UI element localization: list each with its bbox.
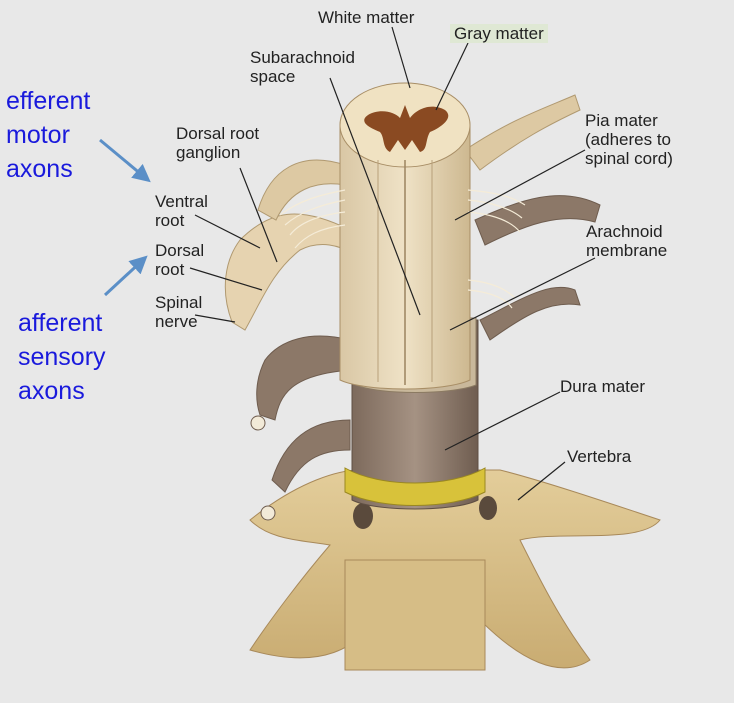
label-arachnoid-membrane: Arachnoid membrane (586, 222, 668, 260)
efferent-arrow (99, 138, 151, 183)
annotation-arrows (99, 138, 151, 297)
label-ventral-root: Ventral root (155, 192, 208, 230)
label-gray-matter: Gray matter (450, 24, 548, 43)
afferent-arrow (103, 255, 148, 297)
label-vertebra: Vertebra (567, 447, 632, 466)
label-white-matter: White matter (318, 8, 415, 27)
label-dorsal-root: Dorsal root (155, 241, 205, 279)
label-dorsal-root-ganglion: Dorsal root ganglion (176, 124, 260, 162)
gray-matter-shape (364, 105, 449, 152)
annotation-efferent: efferent motor axons (6, 87, 91, 183)
label-spinal-nerve: Spinal nerve (155, 293, 203, 331)
rootlets (279, 189, 526, 309)
label-subarachnoid-space: Subarachnoid space (250, 48, 355, 86)
label-pia-mater: Pia mater (adheres to spinal cord) (585, 111, 673, 168)
label-dura-mater: Dura mater (560, 377, 646, 396)
yellow-ligament (344, 467, 486, 506)
label-gray-matter-text: Gray matter (450, 24, 548, 43)
vertebra (249, 469, 661, 671)
nerve-roots (224, 94, 601, 521)
annotation-afferent: afferent sensory axons (18, 309, 106, 405)
leader-lines (189, 26, 596, 501)
